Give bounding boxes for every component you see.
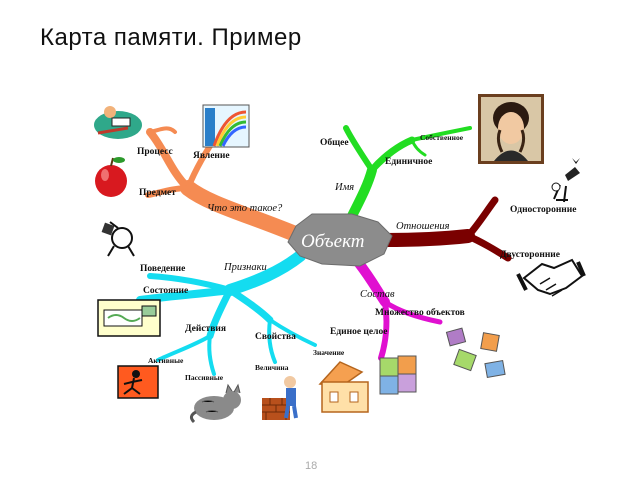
center-label: Объект <box>301 231 365 252</box>
page-number: 18 <box>305 460 318 472</box>
label-singular: Единичное <box>385 157 433 167</box>
page-title: Карта памяти. Пример <box>40 24 302 51</box>
label-state: Состояние <box>143 286 189 296</box>
apple-icon <box>95 157 127 197</box>
label-two-sided: Двусторонние <box>500 250 560 260</box>
handshake-icon <box>516 258 586 297</box>
label-one-sided: Односторонние <box>510 205 577 215</box>
branch-cyan <box>136 250 317 376</box>
label-whole: Единое целое <box>330 327 388 337</box>
running-man-icon <box>117 365 159 399</box>
cat-icon <box>189 383 241 424</box>
label-set-of-objects: Множество объектов <box>375 308 465 318</box>
label-magnitude: Величина <box>255 363 289 372</box>
puzzle-icon <box>379 355 417 395</box>
label-actions: Действия <box>185 324 226 334</box>
label-proper: Собственное <box>420 133 464 142</box>
label-item: Предмет <box>139 188 176 198</box>
branch-orange <box>145 126 308 244</box>
branch-green <box>343 125 472 221</box>
branch-magenta <box>353 257 443 361</box>
label-common: Общее <box>320 138 349 148</box>
figure-icon <box>101 221 135 257</box>
center-hub <box>287 213 393 267</box>
bed-icon <box>97 299 161 337</box>
rainbow-icon <box>202 104 250 148</box>
label-active: Активные <box>148 356 184 365</box>
house-icon <box>318 361 369 413</box>
portrait-icon <box>478 94 544 164</box>
label-what-is-it: Что это такое? <box>207 203 283 214</box>
puzzle-pieces-icon <box>445 327 506 379</box>
rocket-figure-icon <box>551 158 580 203</box>
label-passive: Пассивные <box>185 373 224 382</box>
label-process: Процесс <box>137 147 173 157</box>
branch-darkred <box>378 196 512 262</box>
label-properties: Свойства <box>255 332 296 342</box>
reading-person-icon <box>94 106 142 139</box>
label-composition: Состав <box>360 289 395 300</box>
label-behavior: Поведение <box>140 264 186 274</box>
label-relations: Отношения <box>396 221 450 232</box>
label-value: Значение <box>313 348 345 357</box>
bricklayer-icon <box>262 376 298 420</box>
label-features: Признаки <box>224 262 267 273</box>
label-phenomenon: Явление <box>193 151 230 161</box>
label-name: Имя <box>335 182 355 193</box>
